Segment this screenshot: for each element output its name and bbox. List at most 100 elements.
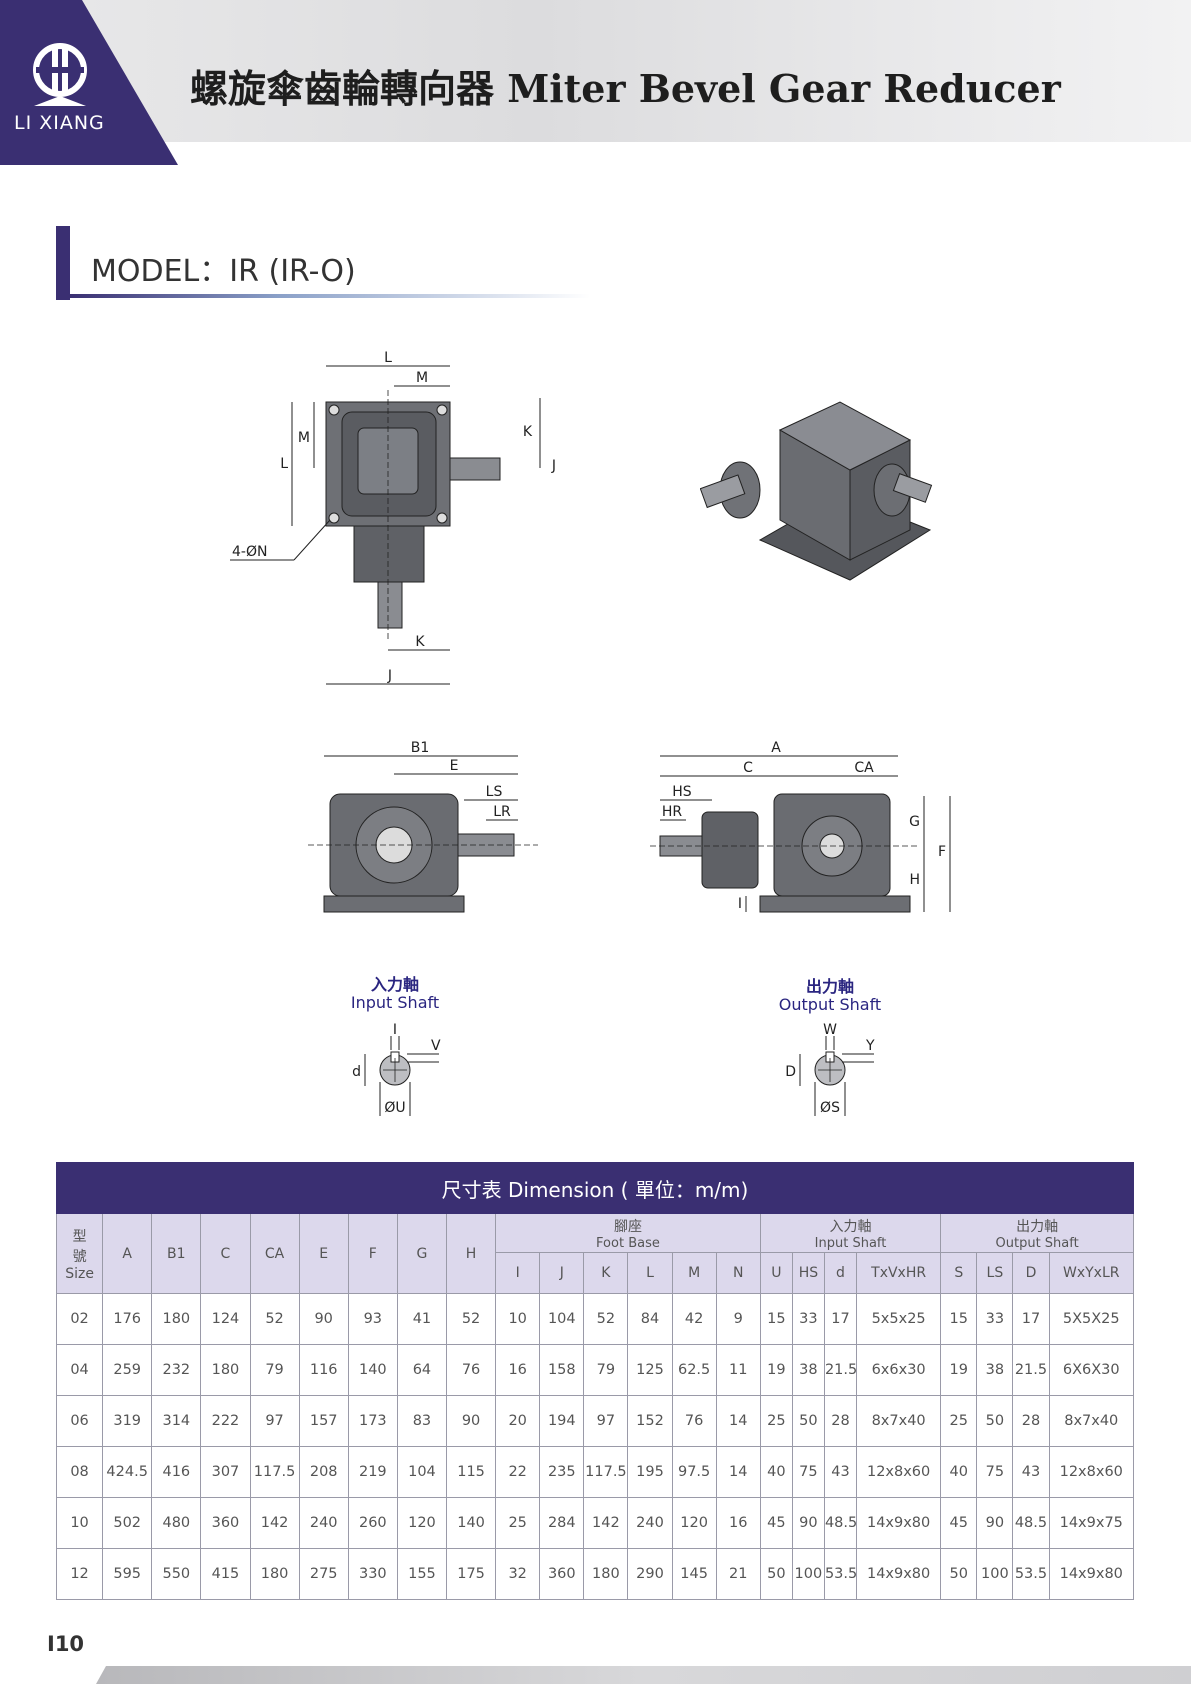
table-cell: 314 (151, 1395, 202, 1447)
table-cell: 22 (495, 1446, 541, 1498)
table-cell: 76 (671, 1395, 717, 1447)
dim-label-B1: B1 (411, 740, 430, 756)
table-cell: 145 (671, 1548, 717, 1600)
dim-label-N: 4-ØN (232, 544, 267, 560)
model-label: MODEL：IR (IR-O) (91, 254, 356, 289)
dim-label-d: d (352, 1064, 361, 1080)
table-cell: 307 (200, 1446, 251, 1498)
col-header-foot-N: N (715, 1252, 761, 1294)
table-cell: 45 (759, 1497, 793, 1549)
table-cell: 33 (791, 1293, 825, 1345)
table-cell: 90 (445, 1395, 497, 1447)
input-shaft-label: 入力軸 Input Shaft (330, 976, 460, 1012)
table-cell: 10 (495, 1293, 541, 1345)
table-cell: 8x7x40 (856, 1395, 942, 1447)
table-cell: 142 (249, 1497, 300, 1549)
table-cell: 116 (298, 1344, 349, 1396)
size-cell: 08 (55, 1446, 104, 1498)
table-cell: 32 (495, 1548, 541, 1600)
table-cell: 12x8x60 (856, 1446, 942, 1498)
table-cell: 25 (495, 1497, 541, 1549)
col-header-output-LS: LS (976, 1252, 1014, 1294)
output-shaft-group-en: Output Shaft (995, 1235, 1079, 1251)
brand-name: LI XIANG (14, 112, 105, 134)
table-cell: 19 (759, 1344, 793, 1396)
table-cell: 21.5 (823, 1344, 857, 1396)
table-cell: 330 (347, 1548, 398, 1600)
table-cell: 290 (627, 1548, 673, 1600)
input-shaft-group-header: 入力軸 Input Shaft (759, 1213, 942, 1253)
output-shaft-label-cn: 出力軸 (805, 977, 854, 996)
header-band (0, 0, 1191, 142)
table-cell: 75 (976, 1446, 1014, 1498)
dim-label-J-bottom: J (387, 668, 392, 684)
table-cell: 14x9x80 (856, 1497, 942, 1549)
dim-label-CA: CA (854, 760, 874, 776)
size-header-line3: Size (65, 1265, 94, 1282)
model-accent-bar (56, 226, 70, 300)
table-cell: 21.5 (1012, 1344, 1050, 1396)
table-cell: 45 (940, 1497, 978, 1549)
size-header-line1: 型 (72, 1228, 87, 1245)
table-cell: 124 (200, 1293, 251, 1345)
table-cell: 17 (823, 1293, 858, 1345)
dim-label-K-right: K (523, 424, 533, 440)
table-cell: 259 (102, 1344, 153, 1396)
table-cell: 240 (627, 1497, 673, 1549)
table-cell: 14x9x80 (1048, 1548, 1135, 1600)
table-cell: 157 (298, 1395, 349, 1447)
size-cell: 12 (55, 1548, 104, 1600)
table-cell: 319 (102, 1395, 153, 1447)
dim-label-Y: Y (865, 1038, 875, 1054)
dim-label-LR: LR (493, 804, 511, 820)
table-cell: 16 (715, 1497, 761, 1549)
table-cell: 14 (715, 1446, 761, 1498)
col-header-foot-K: K (583, 1252, 629, 1294)
front-view-drawing: B1 E LS LR (308, 740, 538, 913)
dim-label-K-bottom: K (415, 634, 425, 650)
gearbox-3d-render (700, 401, 933, 581)
dim-label-S: ØS (820, 1100, 840, 1116)
table-cell: 117.5 (583, 1446, 629, 1498)
table-cell: 595 (102, 1548, 153, 1600)
table-cell: 53.5 (823, 1548, 857, 1600)
table-cell: 16 (495, 1344, 541, 1396)
dim-label-W: W (823, 1022, 837, 1038)
table-cell: 43 (823, 1446, 858, 1498)
table-cell: 120 (396, 1497, 448, 1549)
table-cell: 142 (583, 1497, 629, 1549)
dim-label-C: C (743, 760, 753, 776)
table-cell: 97.5 (671, 1446, 717, 1498)
table-cell: 25 (759, 1395, 793, 1447)
table-cell: 90 (976, 1497, 1014, 1549)
table-cell: 284 (539, 1497, 585, 1549)
dim-label-I: I (738, 896, 742, 912)
dimension-table: 尺寸表 Dimension ( 單位：m/m) 型 號 Size A B1 C … (55, 1162, 1135, 1600)
dim-label-U: ØU (384, 1100, 405, 1116)
table-cell: 5X5X25 (1048, 1293, 1135, 1345)
table-cell: 97 (583, 1395, 629, 1447)
table-cell: 180 (200, 1344, 251, 1396)
table-cell: 79 (583, 1344, 629, 1396)
table-cell: 52 (249, 1293, 300, 1345)
table-cell: 20 (495, 1395, 541, 1447)
table-cell: 180 (151, 1293, 202, 1345)
dim-label-M-left: M (298, 430, 310, 446)
table-cell: 15 (940, 1293, 978, 1345)
table-cell: 97 (249, 1395, 300, 1447)
table-cell: 117.5 (249, 1446, 300, 1498)
table-cell: 17 (1012, 1293, 1050, 1345)
dim-label-G: G (909, 814, 920, 830)
dim-label-LS: LS (486, 784, 503, 800)
table-cell: 208 (298, 1446, 349, 1498)
table-cell: 12x8x60 (1048, 1446, 1135, 1498)
table-cell: 6x6x30 (856, 1344, 942, 1396)
dim-label-J-right: J (551, 458, 556, 474)
foot-base-group-en: Foot Base (596, 1235, 660, 1251)
input-shaft-group-cn: 入力軸 (829, 1218, 872, 1235)
